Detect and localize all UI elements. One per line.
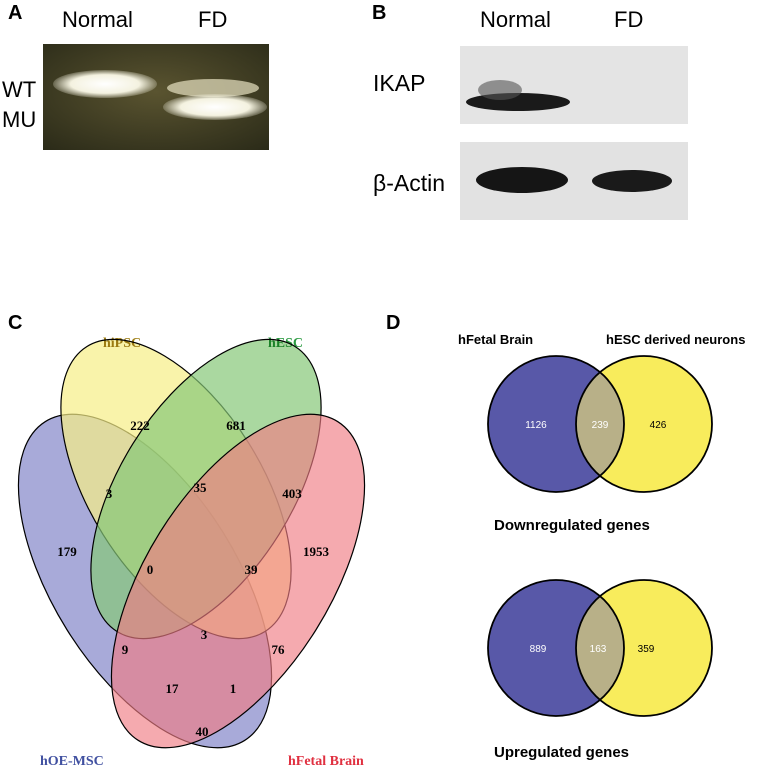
gel-band-fd-wt — [167, 79, 259, 97]
venn-four-set: 222 681 179 1953 3 35 403 0 39 9 3 76 17… — [17, 338, 366, 749]
gel-lane-normal: Normal — [62, 7, 133, 32]
venn2-title-right: hESC derived neurons — [606, 332, 746, 347]
blot-row-actin: β-Actin — [373, 170, 446, 196]
venn-num-hfetal-only: 1953 — [303, 544, 330, 559]
venn-num-hoe-only: 179 — [57, 544, 77, 559]
panel-d-label: D — [386, 312, 401, 334]
venn-num-hoe-hfetal: 40 — [196, 724, 209, 739]
venn-num-hipsc-hoe: 3 — [106, 486, 113, 501]
blot-ikap — [460, 46, 688, 124]
venn2-down-left: 1126 — [525, 420, 547, 431]
panel-a-label: A — [8, 2, 23, 24]
venn-num-hipsc-only: 222 — [130, 418, 150, 433]
venn2-down-right: 426 — [650, 420, 667, 431]
venn2-downregulated: 1126 239 426 — [487, 355, 713, 493]
venn-num-hipsc-hesc-hoe: 0 — [147, 562, 154, 577]
gel-row-mu: MU — [2, 107, 37, 132]
venn2-up-overlap: 163 — [590, 644, 607, 655]
venn-label-hfetal: hFetal Brain — [288, 754, 364, 769]
gel-image — [43, 44, 269, 150]
blot-lane-fd: FD — [614, 7, 644, 32]
venn-num-hipsc-hfetal: 76 — [272, 642, 286, 657]
venn2-up-right: 359 — [638, 644, 655, 655]
venn2-upregulated: 889 163 359 — [487, 579, 713, 717]
blot-lane-normal: Normal — [480, 7, 551, 32]
venn-num-hesc-only: 681 — [226, 418, 246, 433]
venn-num-hipsc-hesc: 35 — [194, 480, 208, 495]
venn-num-all-four: 3 — [201, 627, 208, 642]
panel-c-label: C — [8, 312, 23, 334]
venn-num-hipsc-hesc-hfetal: 39 — [245, 562, 259, 577]
venn-num-hoe-hesc-hfetal: 17 — [166, 681, 180, 696]
panel-b-label: B — [372, 2, 387, 24]
venn-num-hipsc-hoe-hfetal: 1 — [230, 681, 237, 696]
venn-num-hesc-hfetal: 403 — [282, 486, 302, 501]
venn2-down-overlap: 239 — [592, 420, 609, 431]
gel-lane-fd: FD — [198, 7, 228, 32]
blot-actin — [460, 142, 688, 220]
venn2-title-left: hFetal Brain — [458, 332, 534, 347]
caption-downregulated: Downregulated genes — [494, 517, 650, 534]
venn-num-hoe-hesc: 9 — [122, 642, 129, 657]
venn-ellipse-hfetal — [110, 413, 366, 749]
venn-label-hoemsc: hOE-MSC — [40, 754, 104, 769]
caption-upregulated: Upregulated genes — [494, 744, 630, 761]
blot-row-ikap: IKAP — [373, 70, 426, 96]
gel-band-fd-mu — [163, 94, 267, 120]
gel-row-wt: WT — [2, 77, 37, 102]
gel-band-normal-wt — [53, 70, 157, 98]
venn2-up-left: 889 — [530, 644, 547, 655]
